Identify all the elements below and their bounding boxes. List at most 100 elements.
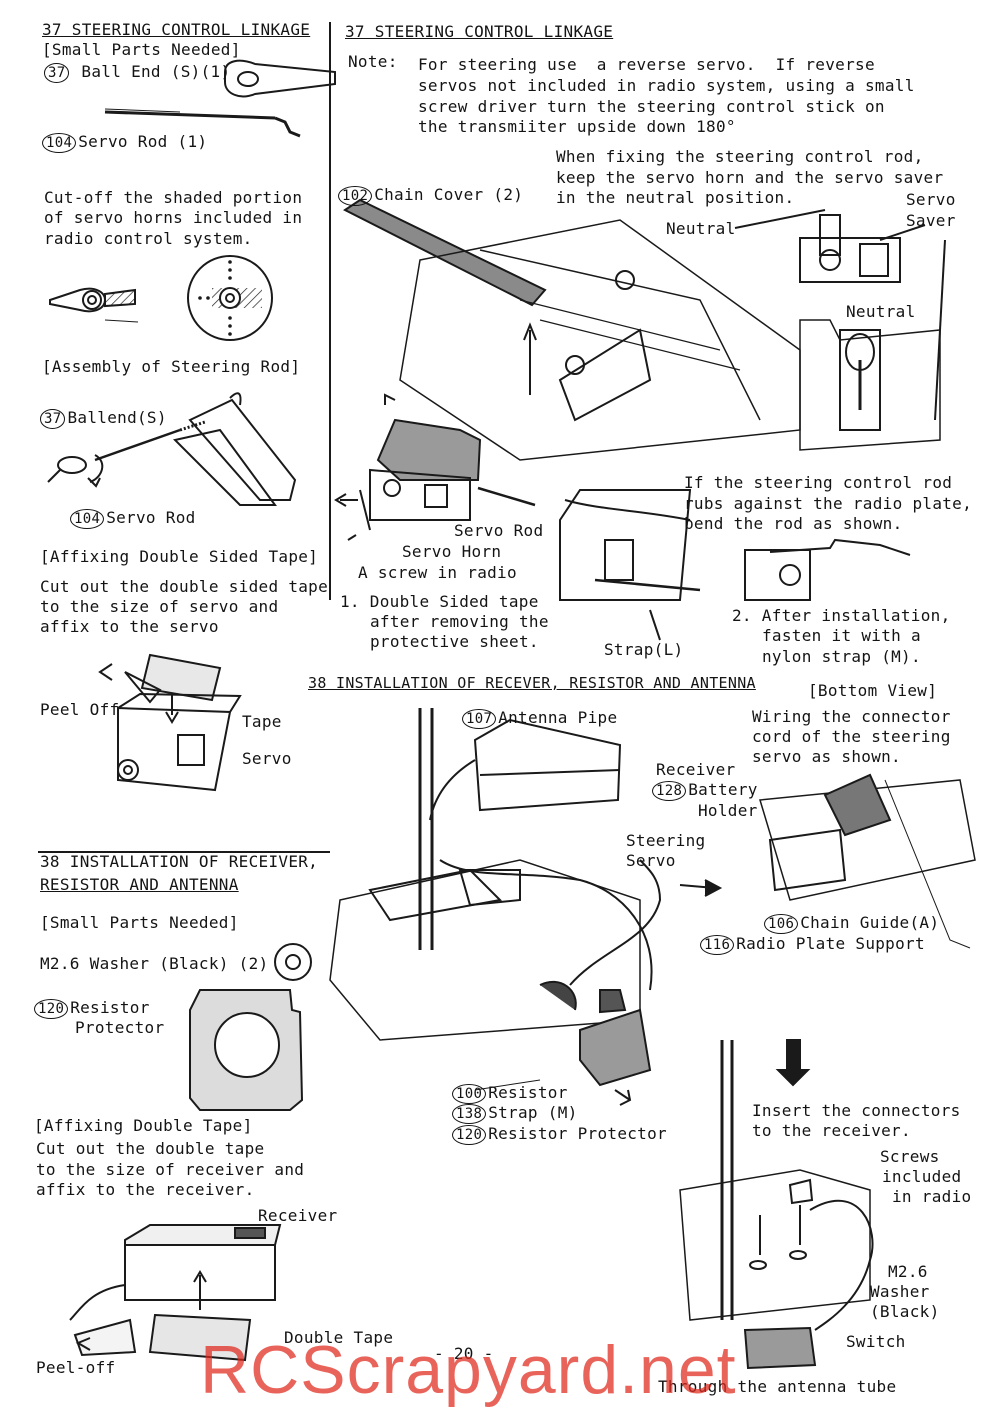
- antenna-tube-switch-drawing: [679, 1039, 874, 1370]
- rubs-line-2: rubs against the radio plate,: [684, 494, 973, 513]
- peel-off-label: Peel Off: [40, 700, 120, 719]
- receiver-label-left: Receiver: [258, 1206, 338, 1225]
- battery-holder-text-1: Battery: [688, 780, 758, 799]
- servo-rod-2-part-number: 104: [70, 509, 105, 529]
- washer-right-line-2: Washer: [870, 1282, 930, 1301]
- ballend-part-number: 37: [40, 409, 66, 429]
- left-section-38-title-1: 38 INSTALLATION OF RECEIVER,: [40, 852, 319, 871]
- affix-double-tape-heading: [Affixing Double Tape]: [34, 1116, 253, 1135]
- right-section-37-title: 37 STEERING CONTROL LINKAGE: [345, 22, 614, 41]
- washer-right-line-1: M2.6: [888, 1262, 928, 1281]
- steering-servo-label-1: Steering: [626, 831, 706, 850]
- fix-line-3: in the neutral position.: [556, 188, 795, 207]
- resistor-protector-drawing: [189, 989, 304, 1111]
- rubs-line-3: bend the rod as shown.: [684, 514, 903, 533]
- neutral-label-1: Neutral: [666, 219, 736, 238]
- note-line-1: For steering use a reverse servo. If rev…: [418, 55, 875, 74]
- chain-guide-text: Chain Guide(A): [800, 913, 940, 932]
- page-number: - 20 -: [434, 1344, 494, 1363]
- strap-m-text: Strap (M): [488, 1103, 578, 1122]
- screws-line-3: in radio: [892, 1187, 972, 1206]
- receiver-antenna-diagram: [329, 708, 662, 1106]
- assembly-heading: [Assembly of Steering Rod]: [42, 357, 301, 376]
- screws-line-2: included: [882, 1167, 962, 1186]
- screws-line-1: Screws: [880, 1147, 940, 1166]
- strap-l-label: Strap(L): [604, 640, 684, 659]
- affix2-line-1: Cut out the double tape: [36, 1139, 265, 1158]
- servo-horn-drawing: [49, 287, 139, 323]
- resistor-protector-text-2: Protector: [75, 1018, 165, 1037]
- receiver-label-right: Receiver: [656, 760, 736, 779]
- strap-m-part-number: 138: [452, 1104, 487, 1124]
- left-section-37-title: 37 STEERING CONTROL LINKAGE: [42, 20, 311, 39]
- rubs-line-1: If the steering control rod: [684, 473, 953, 492]
- step-2-line-1: 2. After installation,: [732, 606, 951, 625]
- wiring-line-1: Wiring the connector: [752, 707, 951, 726]
- fix-line-1: When fixing the steering control rod,: [556, 147, 924, 166]
- receiver-tape-drawing: [69, 1224, 282, 1362]
- steering-linkage-diagram: [334, 198, 801, 541]
- tape-label: Tape: [242, 712, 282, 731]
- servo-rod-part-drawing: [104, 108, 301, 138]
- bottom-view-drawing: [679, 773, 976, 949]
- ball-end-text: Ball End (S)(1): [81, 62, 231, 81]
- servo-bent-rod-drawing: [559, 489, 911, 641]
- step-1-line-2: after removing the: [370, 612, 549, 631]
- cutoff-line-1: Cut-off the shaded portion: [44, 188, 303, 207]
- note-line-3: screw driver turn the steering control s…: [418, 97, 885, 116]
- left-small-parts-heading-2: [Small Parts Needed]: [40, 913, 239, 932]
- screw-in-radio-callout: A screw in radio: [358, 563, 517, 582]
- battery-holder-part-number: 128: [652, 781, 687, 801]
- antenna-pipe-text: Antenna Pipe: [498, 708, 618, 727]
- battery-holder-text-2: Holder: [698, 801, 758, 820]
- servo-label: Servo: [242, 749, 292, 768]
- pliers-assembly-drawing: [47, 392, 297, 506]
- wiring-line-2: cord of the steering: [752, 727, 951, 746]
- double-tape-label: Double Tape: [284, 1328, 394, 1347]
- step-2-line-3: nylon strap (M).: [762, 647, 921, 666]
- step-1-line-1: 1. Double Sided tape: [340, 592, 539, 611]
- cutoff-line-2: of servo horns included in: [44, 208, 303, 227]
- servo-saver-label-1: Servo: [906, 190, 956, 209]
- ball-end-label: 37 Ball End (S)(1): [44, 62, 230, 83]
- washer-right-line-3: (Black): [870, 1302, 940, 1321]
- chain-guide-part-number: 106: [764, 914, 799, 934]
- washer-label: M2.6 Washer (Black) (2): [40, 954, 269, 973]
- steering-servo-label-2: Servo: [626, 851, 676, 870]
- switch-label: Switch: [846, 1332, 906, 1351]
- left-small-parts-heading: [Small Parts Needed]: [42, 40, 241, 59]
- antenna-pipe-part-number: 107: [462, 709, 497, 729]
- through-antenna-tube-label: Through the antenna tube: [658, 1377, 897, 1396]
- washer-drawing: [274, 943, 312, 981]
- note-line-4: the transmiiter upside down 180°: [418, 117, 736, 136]
- ballend-text: Ballend(S): [67, 408, 167, 427]
- resistor-protector-right-text: Resistor Protector: [488, 1124, 667, 1143]
- servo-horn-callout: Servo Horn: [402, 542, 502, 561]
- servo-saver-label-2: Saver: [906, 211, 956, 230]
- servo-rod-part-number: 104: [42, 133, 77, 153]
- right-section-38-title: 38 INSTALLATION OF RECEVER, RESISTOR AND…: [308, 674, 756, 692]
- resistor-text: Resistor: [488, 1083, 568, 1102]
- resistor-protector-right-part-number: 120: [452, 1125, 487, 1145]
- resistor-protector-text-1: Resistor: [70, 998, 150, 1017]
- affix2-line-2: to the size of receiver and: [36, 1160, 305, 1179]
- step-2-line-2: fasten it with a: [762, 626, 921, 645]
- ball-end-part-number: 37: [44, 63, 70, 83]
- wiring-line-3: servo as shown.: [752, 747, 901, 766]
- resistor-protector-part-number: 120: [34, 999, 69, 1019]
- affix-tape-heading: [Affixing Double Sided Tape]: [40, 547, 319, 566]
- peel-off-2-label: Peel-off: [36, 1358, 116, 1377]
- servo-rod-2-text: Servo Rod: [106, 508, 196, 527]
- servo-saver-drawing: [734, 209, 946, 451]
- tape-servo-drawing: [98, 653, 242, 792]
- cutoff-line-3: radio control system.: [44, 229, 253, 248]
